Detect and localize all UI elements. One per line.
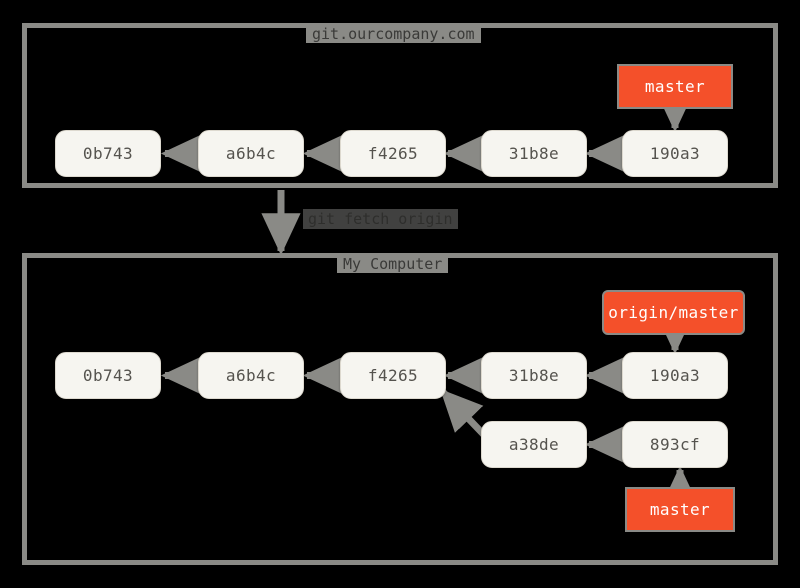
commit-node[interactable]: 0b743 bbox=[55, 130, 161, 177]
server-frame-caption: git.ourcompany.com bbox=[306, 25, 481, 43]
commit-node[interactable]: 190a3 bbox=[622, 130, 728, 177]
commit-node[interactable]: a6b4c bbox=[198, 352, 304, 399]
commit-node[interactable]: 31b8e bbox=[481, 130, 587, 177]
operation-label: git fetch origin bbox=[303, 209, 458, 229]
branch-label-master-server[interactable]: master bbox=[617, 64, 733, 109]
commit-node[interactable]: a6b4c bbox=[198, 130, 304, 177]
edge-local-a38de-f4265 bbox=[440, 388, 490, 441]
commit-node[interactable]: f4265 bbox=[340, 352, 446, 399]
commit-node[interactable]: 190a3 bbox=[622, 352, 728, 399]
branch-label-origin-master[interactable]: origin/master bbox=[602, 290, 745, 335]
commit-node[interactable]: a38de bbox=[481, 421, 587, 468]
commit-node[interactable]: 31b8e bbox=[481, 352, 587, 399]
branch-label-master-local[interactable]: master bbox=[625, 487, 735, 532]
commit-node[interactable]: 0b743 bbox=[55, 352, 161, 399]
commit-node[interactable]: 893cf bbox=[622, 421, 728, 468]
commit-node[interactable]: f4265 bbox=[340, 130, 446, 177]
local-frame-caption: My Computer bbox=[337, 255, 449, 273]
